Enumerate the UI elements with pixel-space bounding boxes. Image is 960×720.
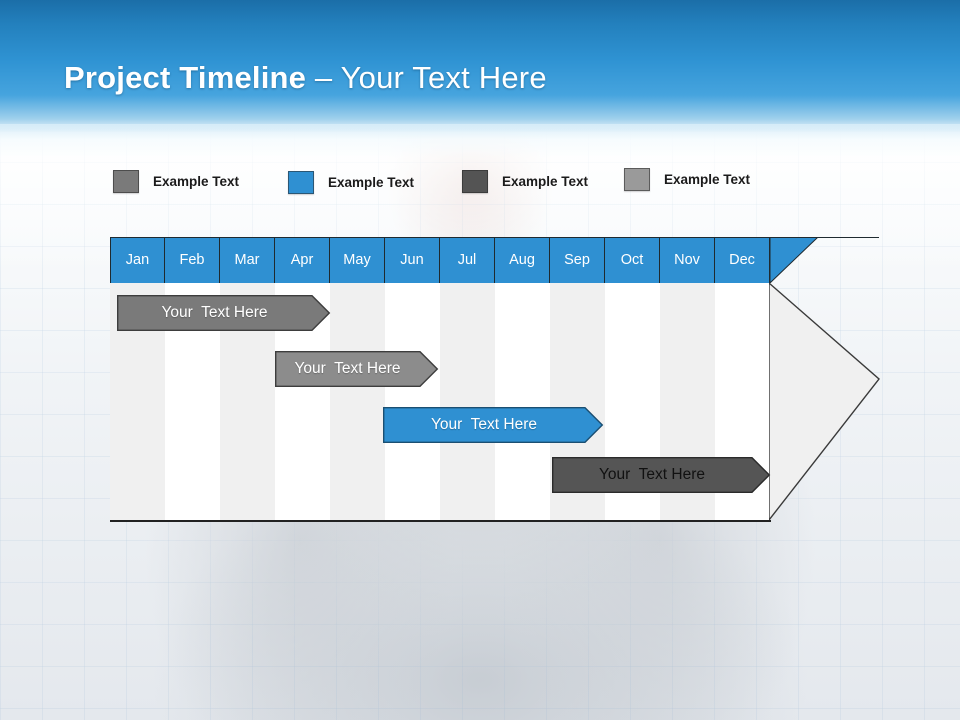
- legend-label-4: Example Text: [664, 172, 751, 187]
- month-header-jul[interactable]: Jul: [440, 237, 495, 283]
- month-column-aug: [495, 283, 550, 521]
- legend-label-1: Example Text: [153, 174, 240, 189]
- legend-item-1: Example Text: [113, 170, 239, 193]
- month-header-may[interactable]: May: [330, 237, 385, 283]
- month-column-jul: [440, 283, 495, 521]
- legend-swatch-icon-2: [288, 171, 314, 194]
- task-bar-shape-4: [551, 456, 771, 493]
- timeline-arrow-head: [769, 282, 880, 521]
- timeline-header-arrow-tip: [770, 237, 818, 283]
- month-header-jan[interactable]: Jan: [110, 237, 165, 283]
- title-band: [0, 0, 960, 158]
- legend-item-4: Example Text: [624, 168, 750, 191]
- page-title-bold: Project Timeline: [64, 60, 315, 95]
- legend-item-3: Example Text: [462, 170, 588, 193]
- page-title-light: – Your Text Here: [314, 60, 547, 95]
- month-header-mar[interactable]: Mar: [220, 237, 275, 283]
- month-header-sep[interactable]: Sep: [550, 237, 605, 283]
- month-header-feb[interactable]: Feb: [165, 237, 220, 283]
- task-bar-2[interactable]: Your Text Here: [274, 350, 439, 387]
- legend-label-2: Example Text: [328, 175, 415, 190]
- month-header-oct[interactable]: Oct: [605, 237, 660, 283]
- month-column-jun: [385, 283, 440, 521]
- month-column-may: [330, 283, 385, 521]
- legend-swatch-icon-4: [624, 168, 650, 191]
- task-bar-4[interactable]: Your Text Here: [551, 456, 771, 493]
- month-header-dec[interactable]: Dec: [715, 237, 770, 283]
- page-title: Project Timeline – Your Text Here: [64, 60, 547, 96]
- timeline-header-topline: [110, 237, 879, 238]
- legend-label-3: Example Text: [502, 174, 589, 189]
- task-bar-shape-1: [116, 294, 331, 331]
- month-header-nov[interactable]: Nov: [660, 237, 715, 283]
- legend-item-2: Example Text: [288, 171, 414, 194]
- task-bar-3[interactable]: Your Text Here: [382, 406, 604, 443]
- month-header-apr[interactable]: Apr: [275, 237, 330, 283]
- month-header-aug[interactable]: Aug: [495, 237, 550, 283]
- task-bar-shape-2: [274, 350, 439, 387]
- task-bar-1[interactable]: Your Text Here: [116, 294, 331, 331]
- legend-swatch-icon-1: [113, 170, 139, 193]
- timeline-baseline: [110, 520, 771, 522]
- month-header-jun[interactable]: Jun: [385, 237, 440, 283]
- legend-swatch-icon-3: [462, 170, 488, 193]
- task-bar-shape-3: [382, 406, 604, 443]
